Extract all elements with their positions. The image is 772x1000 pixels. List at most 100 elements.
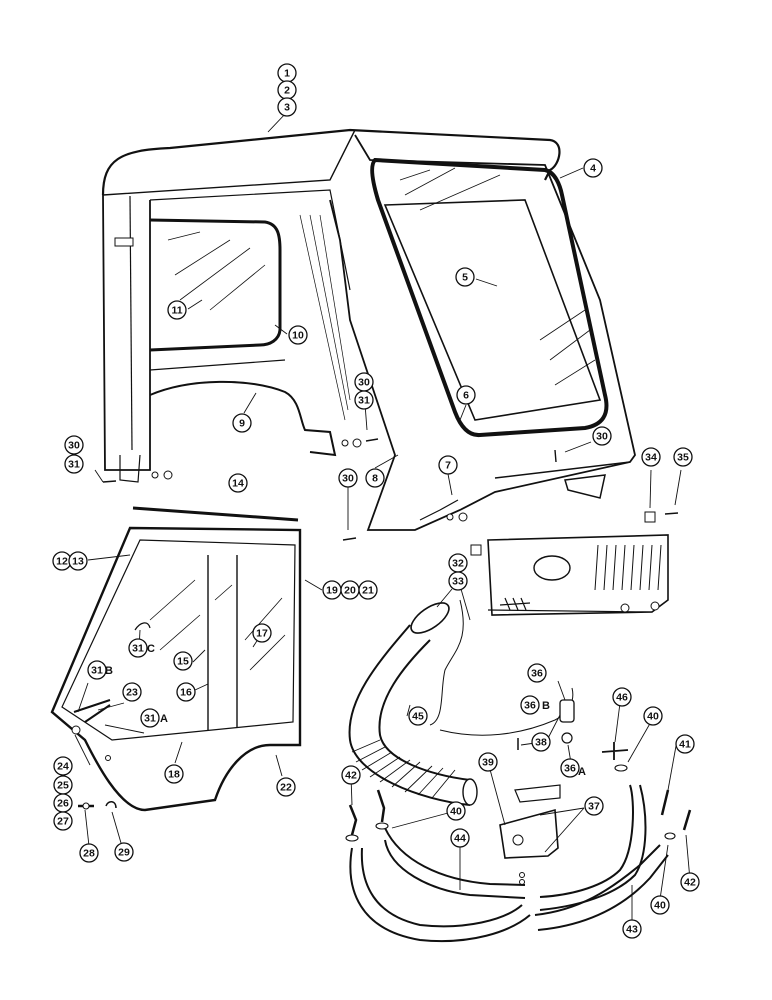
callout-circle xyxy=(53,811,73,831)
callout-c21: 21 xyxy=(358,580,378,600)
callout-circle xyxy=(622,919,642,939)
callout-circle xyxy=(173,651,193,671)
callout-c43: 43 xyxy=(622,919,642,939)
callout-c18: 18 xyxy=(164,764,184,784)
callout-c36a: 36 xyxy=(527,663,547,683)
callout-circle xyxy=(53,756,73,776)
callout-c7: 7 xyxy=(438,455,458,475)
callout-circle xyxy=(64,435,84,455)
callout-circle xyxy=(341,765,361,785)
callout-circle xyxy=(531,732,551,752)
callout-circle xyxy=(140,708,160,728)
callout-number: 30 xyxy=(596,431,608,443)
callout-c31e: 31 xyxy=(140,708,160,728)
callout-c35: 35 xyxy=(673,447,693,467)
callout-circle xyxy=(641,447,661,467)
callout-circle xyxy=(584,796,604,816)
callout-number: 26 xyxy=(57,798,69,810)
callout-circle xyxy=(164,764,184,784)
cab-door xyxy=(50,506,302,812)
callout-c37: 37 xyxy=(584,796,604,816)
callout-number: 38 xyxy=(535,737,547,749)
callout-c39: 39 xyxy=(478,752,498,772)
callout-circle xyxy=(358,580,378,600)
callout-c34: 34 xyxy=(641,447,661,467)
callout-number: 31 xyxy=(91,665,103,677)
callout-number: 12 xyxy=(56,556,68,568)
callout-c36c: 36 xyxy=(560,758,580,778)
callout-c28: 28 xyxy=(79,843,99,863)
callout-number: 29 xyxy=(118,847,130,859)
callout-c40b: 40 xyxy=(446,801,466,821)
callout-number: 5 xyxy=(462,272,468,284)
callout-c31a: 31 xyxy=(64,454,84,474)
callout-circle xyxy=(456,385,476,405)
callout-c4: 4 xyxy=(583,158,603,178)
leader-lines xyxy=(74,111,691,927)
callout-number: 45 xyxy=(412,711,424,723)
callout-circle xyxy=(560,758,580,778)
callout-number: 15 xyxy=(177,656,189,668)
callout-circle xyxy=(520,695,540,715)
callout-c20: 20 xyxy=(340,580,360,600)
callout-c26: 26 xyxy=(53,793,73,813)
callout-circle xyxy=(643,706,663,726)
callout-circle xyxy=(176,682,196,702)
callout-c14: 14 xyxy=(228,473,248,493)
callout-number: 19 xyxy=(326,585,338,597)
callout-number: 42 xyxy=(684,877,696,889)
callout-number: 30 xyxy=(68,440,80,452)
callout-c33: 33 xyxy=(448,571,468,591)
callout-number: 34 xyxy=(645,452,657,464)
callout-circle xyxy=(68,551,88,571)
callout-c25: 25 xyxy=(53,775,73,795)
callout-number: 43 xyxy=(626,924,638,936)
callout-circle xyxy=(232,413,252,433)
callout-c23: 23 xyxy=(122,682,142,702)
callout-c46: 46 xyxy=(612,687,632,707)
callout-c17: 17 xyxy=(252,623,272,643)
callout-c12: 12 xyxy=(52,551,72,571)
callout-number: 10 xyxy=(292,330,304,342)
callout-c27: 27 xyxy=(53,811,73,831)
callout-number: 28 xyxy=(83,848,95,860)
callout-circle xyxy=(448,571,468,591)
callout-circle xyxy=(455,267,475,287)
callout-circle xyxy=(592,426,612,446)
callout-circle xyxy=(114,842,134,862)
callout-c36b: 36 xyxy=(520,695,540,715)
callout-circle xyxy=(650,895,670,915)
callout-c29: 29 xyxy=(114,842,134,862)
callout-circle xyxy=(338,468,358,488)
callout-circle xyxy=(64,454,84,474)
callout-number: 6 xyxy=(463,390,469,402)
callout-c13: 13 xyxy=(68,551,88,571)
callout-number: 36 xyxy=(524,700,536,712)
callout-c3: 3 xyxy=(277,97,297,117)
callout-circle xyxy=(128,638,148,658)
callout-number: 22 xyxy=(280,782,292,794)
callout-c19: 19 xyxy=(322,580,342,600)
callout-c42a: 42 xyxy=(341,765,361,785)
callout-number: 7 xyxy=(445,460,451,472)
heater-assembly xyxy=(345,534,692,943)
callout-number: 41 xyxy=(679,739,691,751)
variant-letter-lB2: B xyxy=(542,700,550,712)
callout-number: 46 xyxy=(616,692,628,704)
callout-c10: 10 xyxy=(288,325,308,345)
callout-c38: 38 xyxy=(531,732,551,752)
callout-circle xyxy=(276,777,296,797)
callout-number: 21 xyxy=(362,585,374,597)
callout-number: 40 xyxy=(654,900,666,912)
callout-circle xyxy=(478,752,498,772)
callout-circle xyxy=(252,623,272,643)
callout-number: 16 xyxy=(180,687,192,699)
callout-number: 3 xyxy=(284,102,290,114)
callout-c15: 15 xyxy=(173,651,193,671)
callout-c2: 2 xyxy=(277,80,297,100)
variant-letter-lB1: B xyxy=(105,665,113,677)
callout-c22: 22 xyxy=(276,777,296,797)
